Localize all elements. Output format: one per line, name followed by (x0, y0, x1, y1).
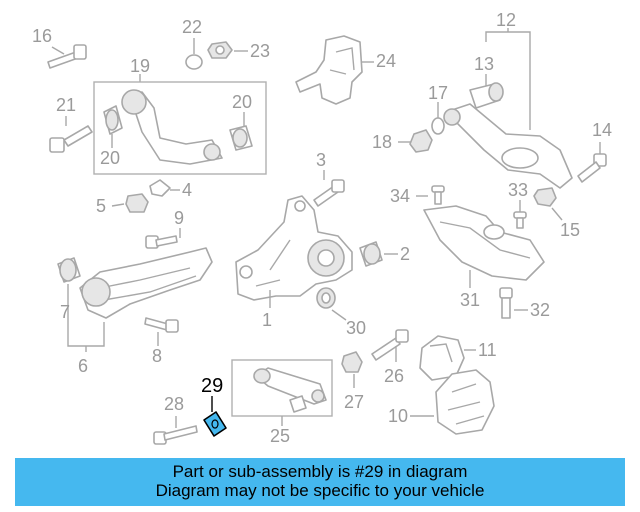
part-14-bolt[interactable] (577, 142, 607, 183)
label-26: 26 (384, 366, 404, 386)
label-1: 1 (262, 310, 272, 330)
part-8-bolt[interactable] (144, 317, 179, 346)
part-6-lower-arm[interactable] (57, 247, 213, 352)
label-8: 8 (152, 346, 162, 366)
part-4-clip[interactable] (149, 179, 180, 197)
part-34-pin[interactable] (416, 185, 445, 205)
label-9: 9 (174, 208, 184, 228)
part-30-bushing[interactable] (316, 287, 347, 321)
part-22-ring[interactable] (185, 38, 203, 70)
part-12-control-arm[interactable] (443, 28, 573, 189)
label-14: 14 (592, 120, 612, 140)
label-3: 3 (316, 150, 326, 170)
part-32-bolt[interactable] (499, 287, 528, 319)
label-28: 28 (164, 394, 184, 414)
part-15-nut[interactable] (533, 187, 563, 221)
label-6: 6 (78, 356, 88, 376)
label-34: 34 (390, 186, 410, 206)
part-10-bracket[interactable] (410, 369, 495, 435)
part-25-link-assembly[interactable] (231, 359, 333, 426)
label-18: 18 (372, 132, 392, 152)
part-13-bushing[interactable] (469, 74, 504, 109)
part-24-bracket[interactable] (295, 35, 374, 105)
label-25: 25 (270, 426, 290, 446)
part-1-knuckle[interactable] (235, 195, 353, 308)
label-30: 30 (346, 318, 366, 338)
label-13: 13 (474, 54, 494, 74)
label-5: 5 (96, 196, 106, 216)
label-23: 23 (250, 41, 270, 61)
label-11: 11 (478, 340, 497, 360)
part-29-highlighted[interactable] (203, 396, 227, 437)
label-31: 31 (460, 290, 480, 310)
info-banner: Part or sub-assembly is #29 in diagram D… (15, 458, 625, 506)
banner-line-2: Diagram may not be specific to your vehi… (155, 481, 485, 500)
label-12: 12 (496, 10, 516, 30)
part-31-link[interactable] (423, 205, 545, 288)
label-21: 21 (56, 95, 76, 115)
part-28-bolt[interactable] (153, 416, 198, 445)
part-19-upper-arm-assembly[interactable] (93, 74, 267, 175)
label-27: 27 (344, 392, 364, 412)
label-10: 10 (388, 406, 408, 426)
part-27-nut[interactable] (341, 351, 363, 388)
label-22: 22 (182, 17, 202, 37)
label-16: 16 (32, 26, 52, 46)
label-20-left: 20 (100, 148, 120, 168)
label-33: 33 (508, 180, 528, 200)
part-21-bolt[interactable] (49, 116, 93, 153)
part-3-bolt[interactable] (313, 170, 345, 207)
label-4: 4 (182, 180, 192, 200)
label-7: 7 (60, 302, 70, 322)
part-9-bolt[interactable] (145, 228, 181, 249)
label-17: 17 (428, 83, 448, 103)
label-32: 32 (530, 300, 550, 320)
part-5-nut[interactable] (111, 193, 149, 213)
part-11-bump-stop[interactable] (419, 335, 476, 381)
label-15: 15 (560, 220, 580, 240)
part-16-bolt[interactable] (47, 44, 87, 69)
label-29: 29 (201, 375, 223, 397)
label-2: 2 (400, 244, 410, 264)
part-26-bolt[interactable] (371, 329, 409, 362)
parts-diagram: 16 22 23 24 12 13 17 (32, 10, 612, 446)
part-2-bushing[interactable] (359, 241, 398, 267)
label-20-right: 20 (232, 92, 252, 112)
part-17-washer[interactable] (431, 102, 445, 135)
label-19: 19 (130, 56, 150, 76)
part-23-nut[interactable] (207, 41, 248, 59)
banner-line-1: Part or sub-assembly is #29 in diagram (172, 462, 468, 481)
part-33-pin[interactable] (513, 200, 527, 229)
part-18-nut[interactable] (398, 129, 433, 153)
label-24: 24 (376, 51, 396, 71)
